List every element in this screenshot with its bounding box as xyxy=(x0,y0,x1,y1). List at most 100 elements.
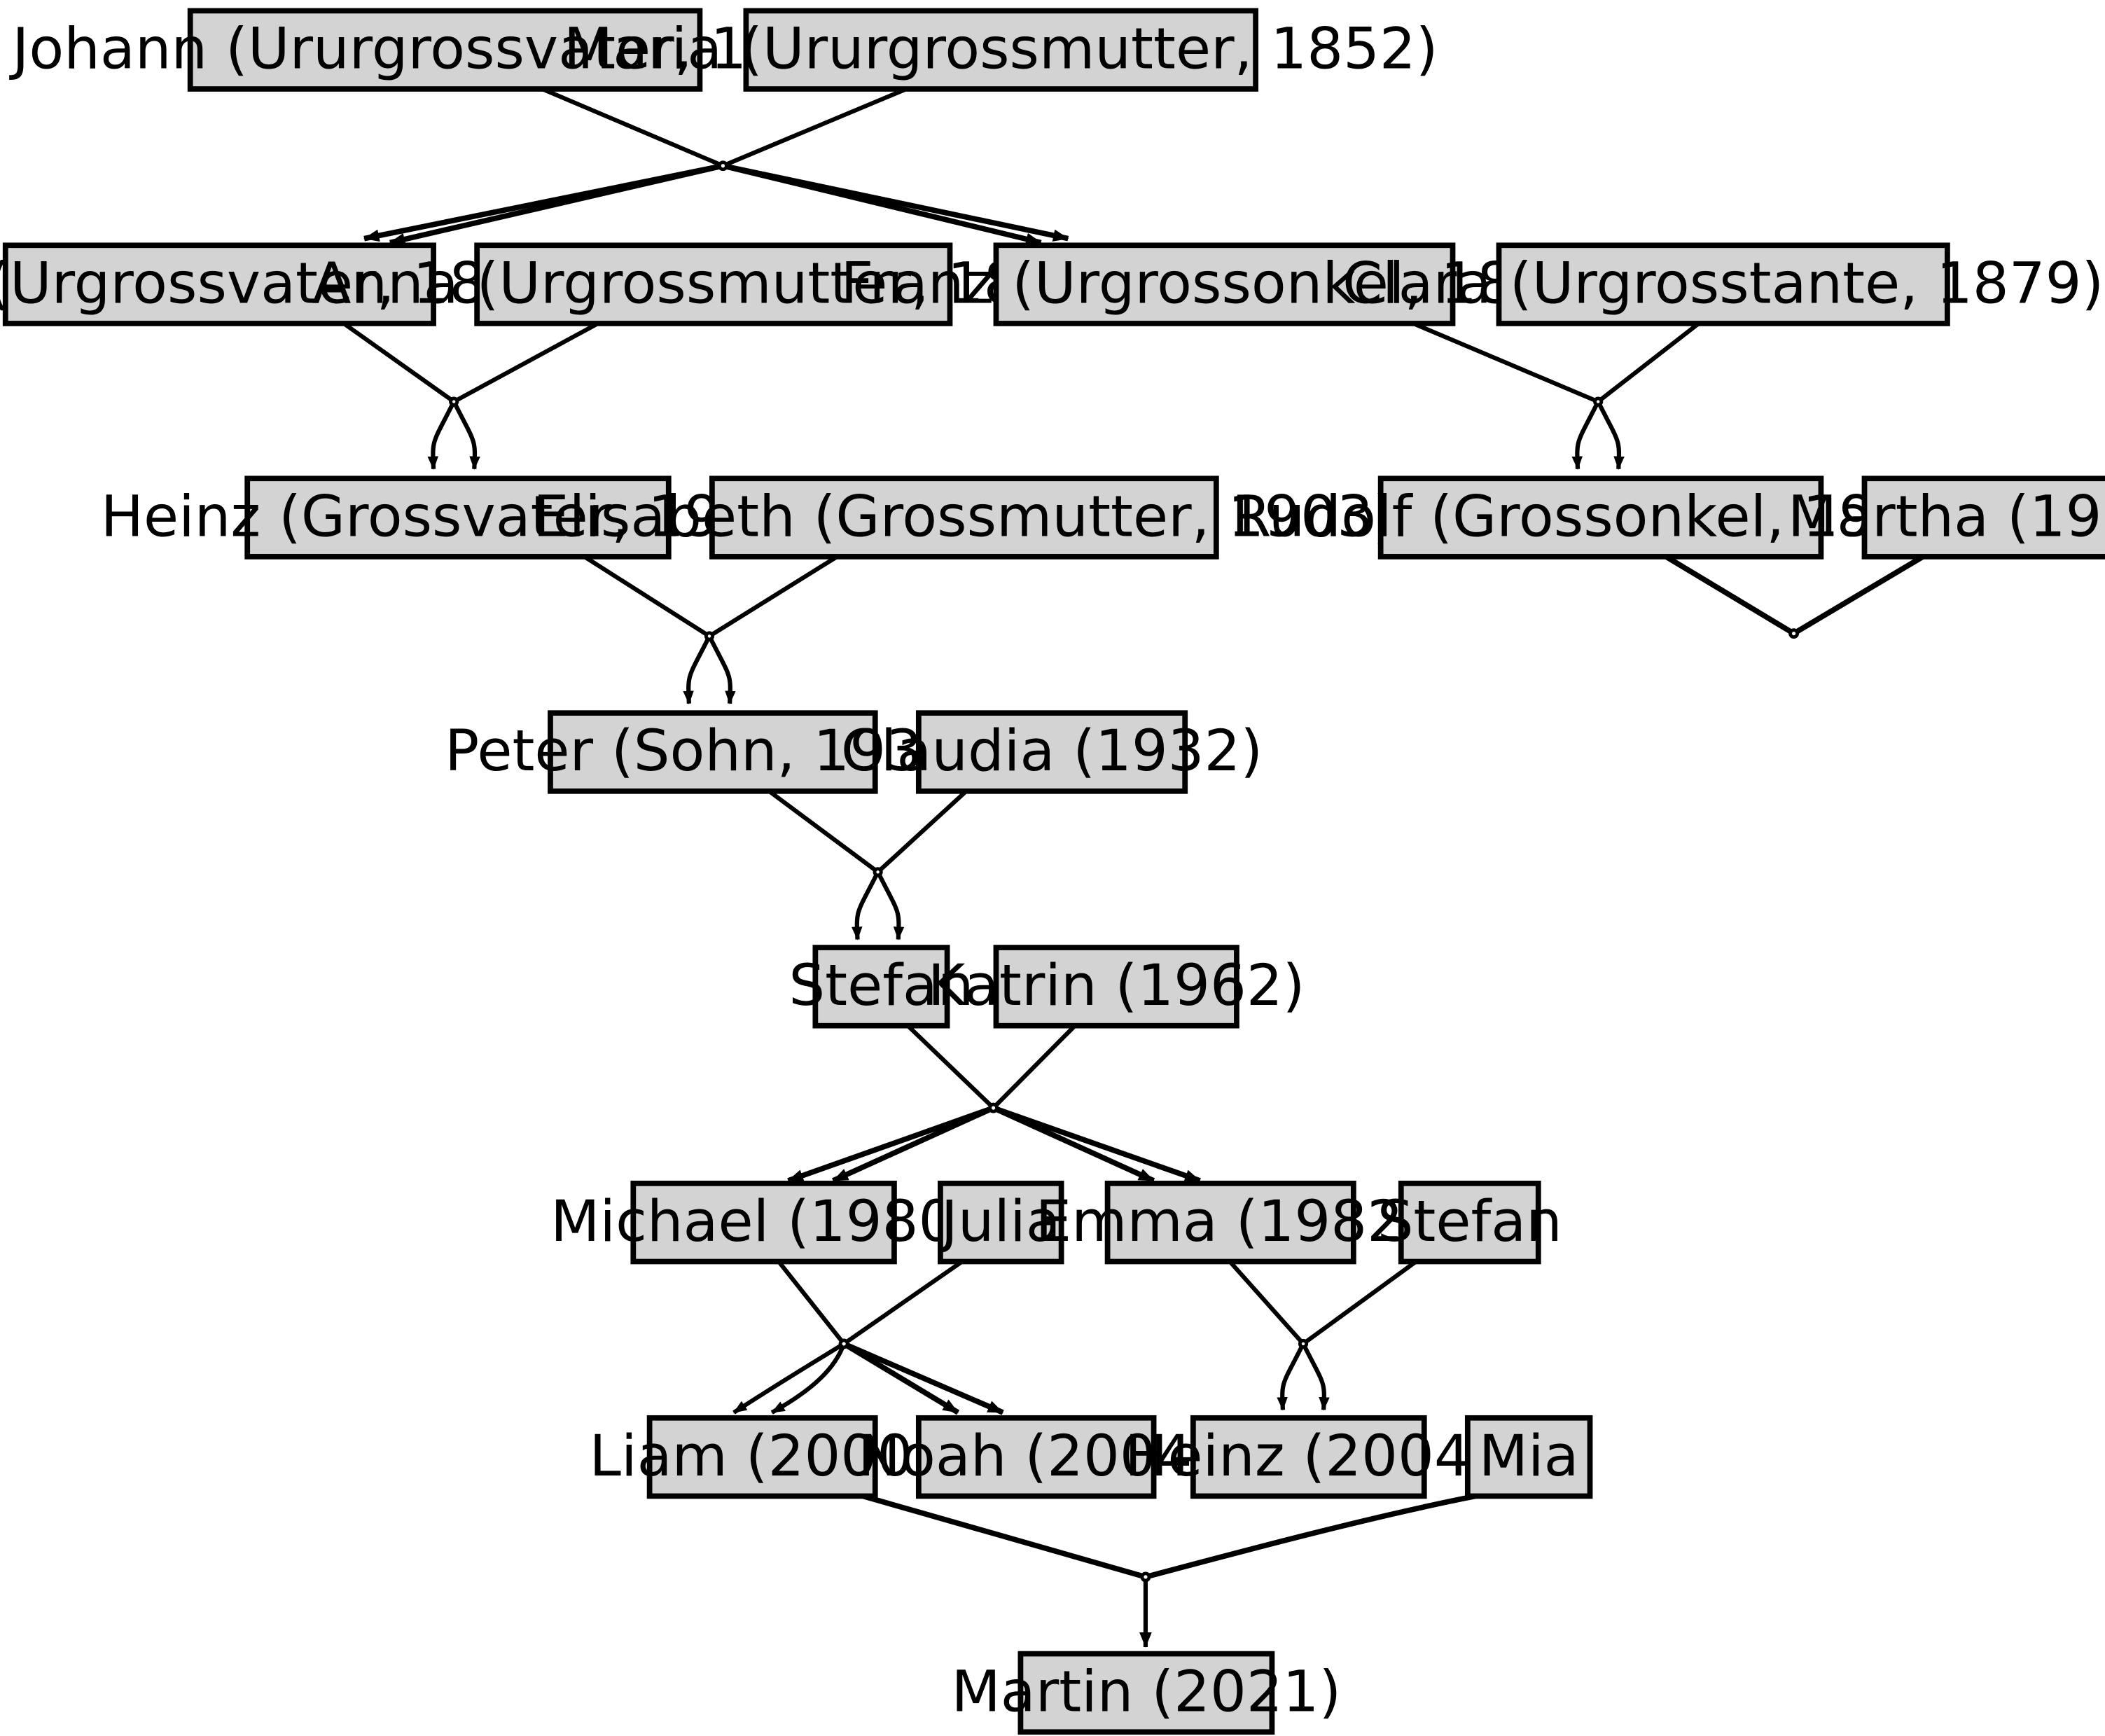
node-katrin[interactable]: Katrin (1962) xyxy=(928,945,1305,1029)
node-stefan-b[interactable]: Stefan xyxy=(1377,1181,1562,1265)
union-junction-u10 xyxy=(1140,1571,1151,1583)
node-anna[interactable]: Anna (Urgrossmutter, 1877) xyxy=(312,242,1115,326)
node-box-katrin[interactable] xyxy=(993,945,1239,1029)
edge-julia-junction xyxy=(842,1259,964,1346)
node-rudolf[interactable]: Rudolf (Grossonkel, 1904) xyxy=(1232,475,1970,560)
edge-junction-heinz-a xyxy=(427,401,456,470)
node-box-heinz-2004[interactable] xyxy=(1190,1415,1427,1499)
node-box-rudolf[interactable] xyxy=(1377,475,1824,560)
node-clara[interactable]: Clara (Urgrosstante, 1879) xyxy=(1342,242,2104,326)
edge-junction-heinz2004-b xyxy=(1301,1342,1330,1411)
union-u2 xyxy=(342,321,599,470)
node-heinz-2004[interactable]: Heinz (2004) xyxy=(1125,1415,1492,1499)
edge-rudolf-junction-u5 xyxy=(1665,554,1795,636)
node-label-martha: Martha (1906) xyxy=(1788,485,2105,550)
node-julia[interactable]: Julia xyxy=(938,1181,1064,1265)
node-box-peter[interactable] xyxy=(548,710,878,794)
node-label-anna: Anna (Urgrossmutter, 1877) xyxy=(312,251,1115,317)
node-box-stefan-b[interactable] xyxy=(1398,1181,1541,1265)
node-box-elisabeth[interactable] xyxy=(709,475,1219,560)
node-franz[interactable]: Franz (Urgrossonkel, 1877) xyxy=(840,242,1608,326)
edge-emma-junction xyxy=(1228,1260,1305,1345)
node-johann[interactable]: Johann (Ururgrossvater, 1850) xyxy=(8,8,878,92)
union-junction-u9 xyxy=(1298,1338,1309,1349)
node-martin[interactable]: Martin (2021) xyxy=(951,1651,1341,1735)
union-junction-u1 xyxy=(717,160,728,172)
node-michael[interactable]: Michael (1980) xyxy=(550,1181,977,1265)
edge-junction-peter-b xyxy=(707,635,736,704)
node-box-heinz-1900[interactable] xyxy=(244,475,672,560)
node-claudia[interactable]: Claudia (1932) xyxy=(841,710,1263,794)
union-junction-u7 xyxy=(988,1102,999,1113)
node-label-peter: Peter (Sohn, 1930) xyxy=(445,718,981,784)
union-junction-u6 xyxy=(873,867,883,877)
node-box-johann[interactable] xyxy=(187,8,703,92)
edge-junction-michael-a xyxy=(787,1105,994,1183)
node-box-stefan-a[interactable] xyxy=(812,945,950,1029)
edge-junction-rudolf-b xyxy=(1596,401,1625,470)
edge-johann-junction xyxy=(541,87,724,168)
node-label-heinz-1900: Heinz (Grossvater, 1900) xyxy=(101,485,816,550)
edge-junction-emma-b xyxy=(992,1105,1201,1183)
node-noah[interactable]: Noah (2004) xyxy=(858,1415,1214,1499)
edge-junction-stefan-a xyxy=(851,870,880,940)
node-box-clara[interactable] xyxy=(1496,242,1950,326)
edge-junction-liam-a xyxy=(732,1342,845,1415)
edge-junction-karl-b xyxy=(363,162,724,242)
edge-junction-peter-a xyxy=(683,635,711,704)
node-label-rudolf: Rudolf (Grossonkel, 1904) xyxy=(1232,485,1970,550)
union-u4 xyxy=(583,555,839,704)
node-box-claudia[interactable] xyxy=(915,710,1188,794)
union-u3 xyxy=(1412,321,1700,470)
node-elisabeth[interactable]: Elisabeth (Grossmutter, 1903) xyxy=(533,475,1396,560)
node-box-michael[interactable] xyxy=(630,1181,897,1265)
node-box-maria[interactable] xyxy=(743,8,1259,92)
node-label-michael: Michael (1980) xyxy=(550,1189,977,1255)
edge-junction-stefan-b xyxy=(875,870,905,940)
node-layer: Johann (Ururgrossvater, 1850) Maria (Uru… xyxy=(0,8,2105,1735)
node-box-noah[interactable] xyxy=(915,1415,1157,1499)
node-label-stefan-b: Stefan xyxy=(1377,1189,1562,1255)
union-junction-u8 xyxy=(838,1338,849,1349)
node-box-mia[interactable] xyxy=(1464,1415,1593,1499)
node-stefan-a[interactable]: Stefan xyxy=(788,945,974,1029)
edge-clara-junction xyxy=(1597,321,1700,403)
node-label-heinz-2004: Heinz (2004) xyxy=(1125,1424,1492,1490)
node-emma[interactable]: Emma (1982) xyxy=(1036,1181,1426,1265)
node-label-julia: Julia xyxy=(938,1189,1061,1255)
edge-martha-junction-u5 xyxy=(1792,554,1924,636)
node-heinz-1900[interactable]: Heinz (Grossvater, 1900) xyxy=(101,475,816,560)
edge-katrin-junction xyxy=(992,1024,1077,1110)
union-u6 xyxy=(767,789,968,940)
union-u10 xyxy=(862,1493,1477,1648)
node-box-franz[interactable] xyxy=(993,242,1456,326)
edge-stefanb-junction xyxy=(1302,1260,1417,1346)
node-box-martin[interactable] xyxy=(1017,1651,1275,1735)
node-box-julia[interactable] xyxy=(938,1181,1064,1265)
node-maria[interactable]: Maria (Ururgrossmutter, 1852) xyxy=(564,8,1438,92)
node-box-karl[interactable] xyxy=(2,242,436,326)
node-peter[interactable]: Peter (Sohn, 1930) xyxy=(445,710,981,794)
node-box-emma[interactable] xyxy=(1104,1181,1356,1265)
node-liam[interactable]: Liam (2000) xyxy=(590,1415,936,1499)
union-junction-u3 xyxy=(1593,396,1604,407)
node-box-liam[interactable] xyxy=(646,1415,878,1499)
edge-junction-rudolf-a xyxy=(1571,401,1600,470)
union-u8 xyxy=(732,1259,1004,1415)
node-label-franz: Franz (Urgrossonkel, 1877) xyxy=(840,251,1608,317)
edge-layer xyxy=(342,87,1924,1648)
node-martha[interactable]: Martha (1906) xyxy=(1788,475,2105,560)
union-u5 xyxy=(1665,554,1924,639)
edge-michael-junction xyxy=(777,1260,846,1345)
node-mia[interactable]: Mia xyxy=(1464,1415,1593,1499)
node-box-martha[interactable] xyxy=(1861,475,2105,560)
node-label-stefan-a: Stefan xyxy=(788,953,973,1019)
edge-franz-junction-u3 xyxy=(1412,321,1599,404)
edge-mia-junction-u10 xyxy=(1144,1493,1477,1580)
edge-junction-noah-b xyxy=(842,1341,1004,1415)
edge-anna-junction xyxy=(452,321,599,404)
node-box-anna[interactable] xyxy=(474,242,953,326)
node-label-mia: Mia xyxy=(1479,1424,1579,1490)
